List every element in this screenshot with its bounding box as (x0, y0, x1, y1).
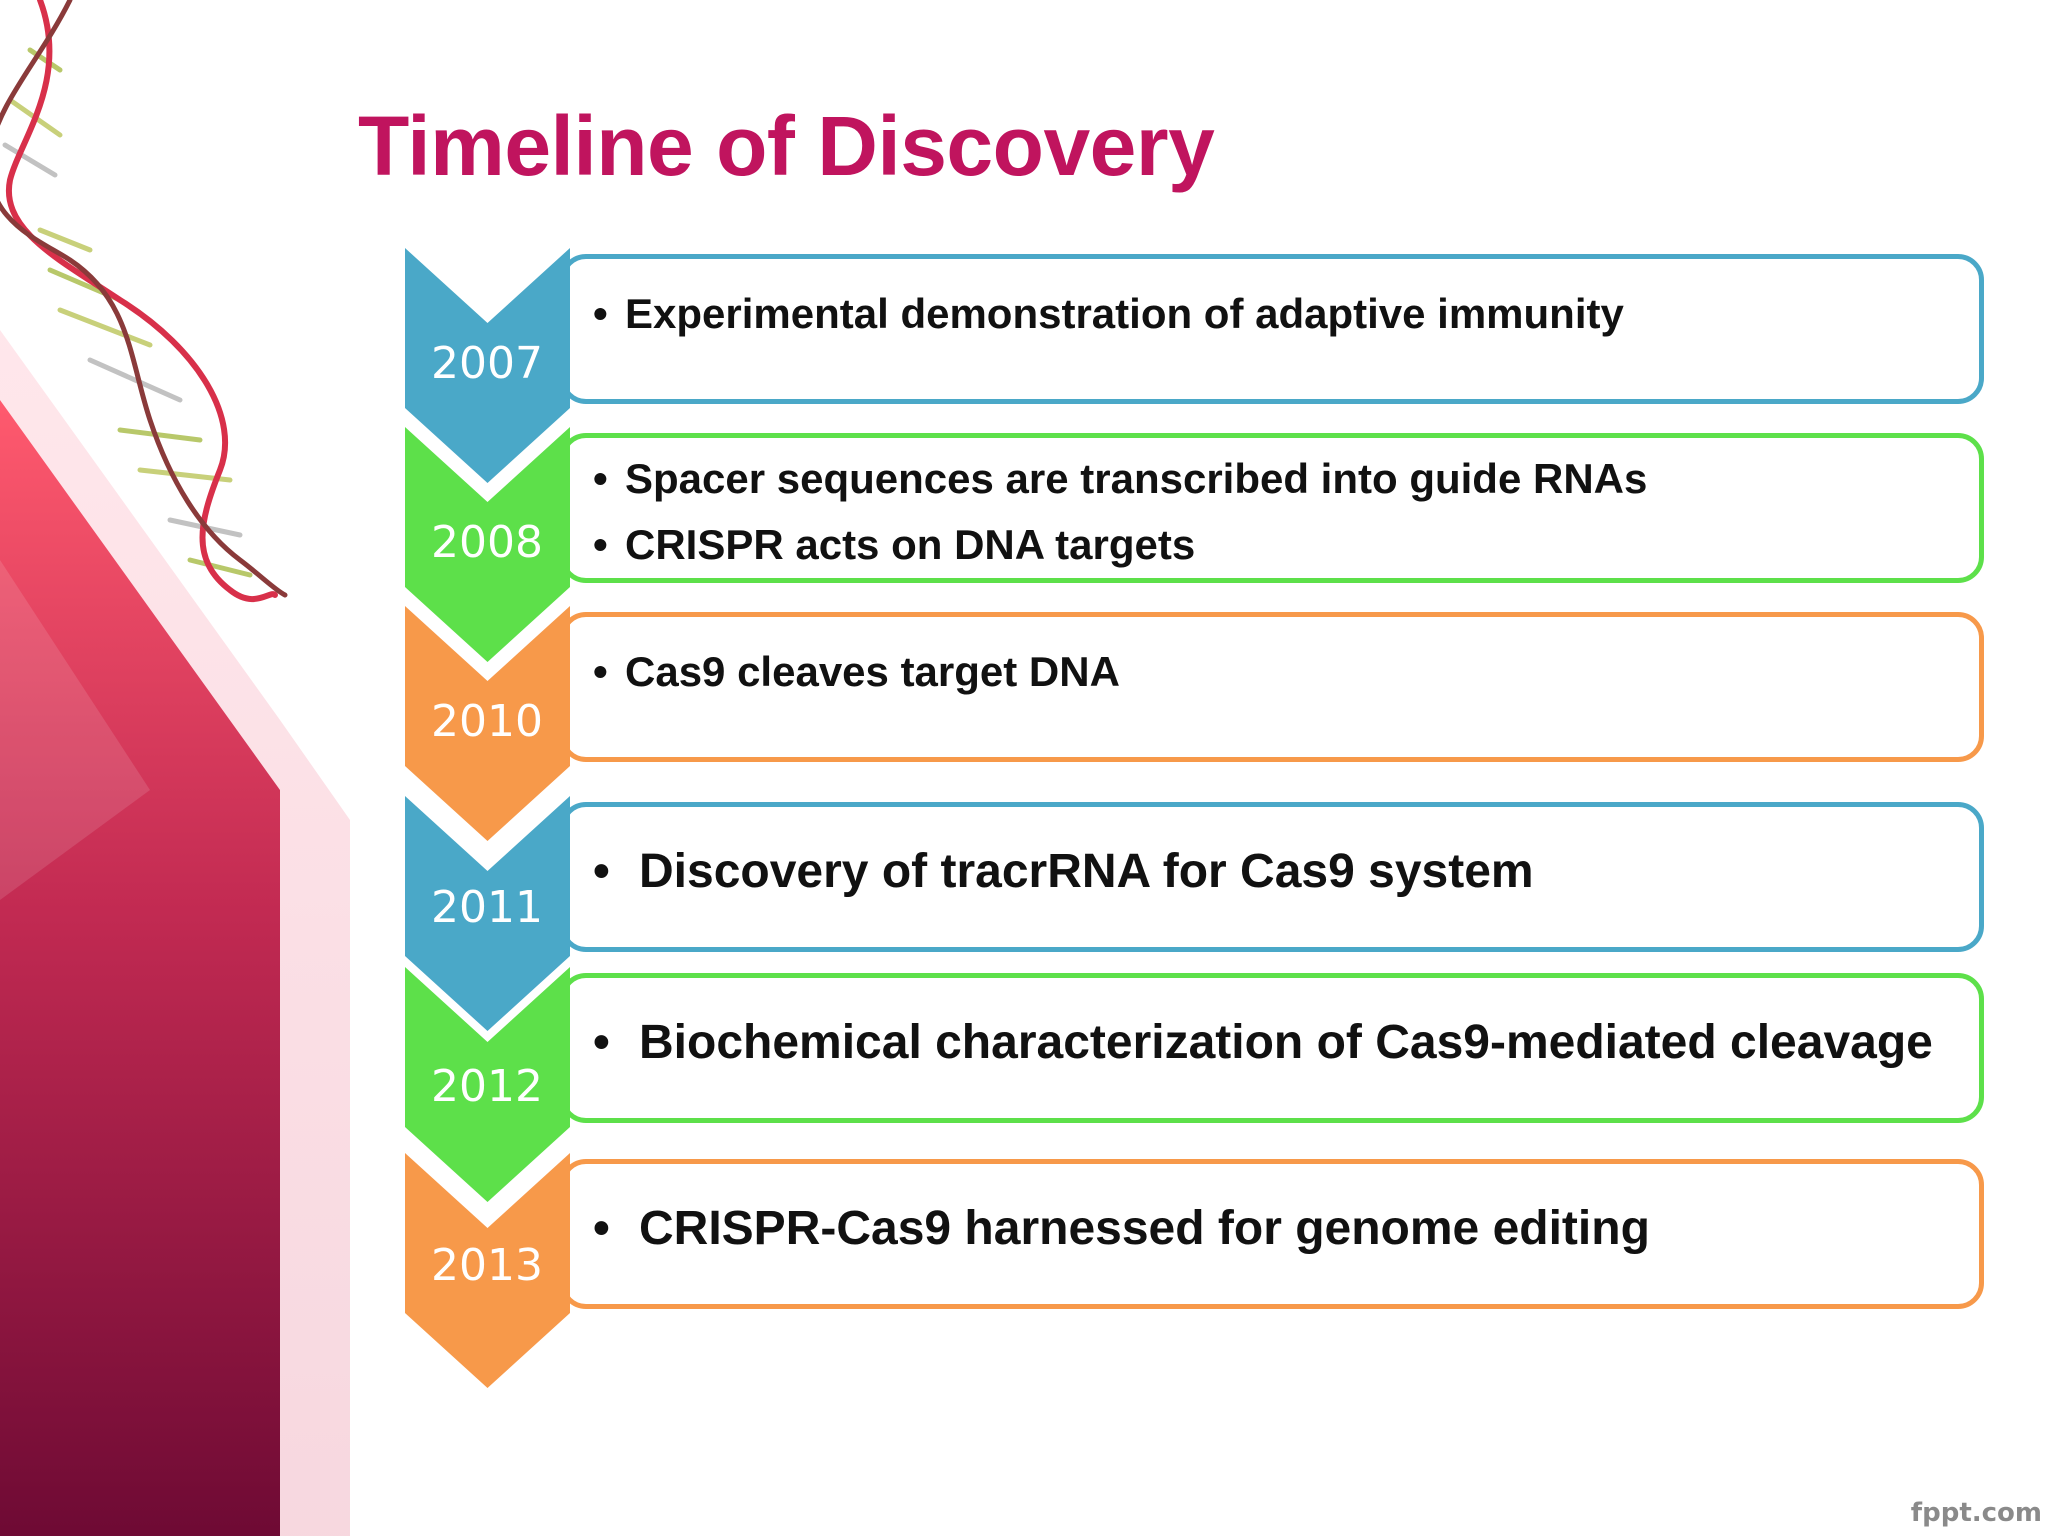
year-label-2007: 2007 (431, 338, 543, 389)
timeline-bullet-list: Experimental demonstration of adaptive i… (593, 281, 1969, 347)
chevron-shape (405, 248, 570, 483)
chevron-shape (405, 427, 570, 662)
year-label-2012: 2012 (431, 1061, 543, 1112)
dna-helix-graphic (0, 0, 288, 603)
slide-title: Timeline of Discovery (358, 99, 1215, 193)
timeline-box-2012: Biochemical characterization of Cas9-med… (560, 973, 1984, 1123)
timeline-bullet-list: Cas9 cleaves target DNA (593, 639, 1969, 705)
timeline-box-2013: CRISPR-Cas9 harnessed for genome editing (560, 1159, 1984, 1309)
timeline-bullet-item: Cas9 cleaves target DNA (593, 639, 1969, 705)
chevron-shape (405, 606, 570, 841)
year-label-2013: 2013 (431, 1240, 543, 1291)
ribbon-graphic (0, 330, 350, 1536)
year-label-2010: 2010 (431, 696, 543, 747)
timeline-bullet-list: Discovery of tracrRNA for Cas9 system (593, 837, 1969, 907)
year-chevron-2011 (405, 796, 570, 1031)
timeline-bullet-item: CRISPR-Cas9 harnessed for genome editing (593, 1194, 1969, 1264)
timeline-box-2007: Experimental demonstration of adaptive i… (560, 254, 1984, 404)
watermark: fppt.com (1910, 1498, 2042, 1528)
year-label-2008: 2008 (431, 517, 543, 568)
timeline-bullet-item: Experimental demonstration of adaptive i… (593, 281, 1969, 347)
chevron-shape (405, 796, 570, 1031)
year-label-2011: 2011 (431, 882, 543, 933)
year-chevron-2007 (405, 248, 570, 483)
chevron-shape (405, 1153, 570, 1388)
timeline-bullet-list: Spacer sequences are transcribed into gu… (593, 446, 1969, 578)
timeline-box-2008: Spacer sequences are transcribed into gu… (560, 433, 1984, 583)
timeline-box-2011: Discovery of tracrRNA for Cas9 system (560, 802, 1984, 952)
timeline-bullet-list: CRISPR-Cas9 harnessed for genome editing (593, 1194, 1969, 1264)
year-chevron-2012 (405, 967, 570, 1202)
year-chevron-2013 (405, 1153, 570, 1388)
year-chevron-2008 (405, 427, 570, 662)
chevron-shape (405, 967, 570, 1202)
timeline-box-2010: Cas9 cleaves target DNA (560, 612, 1984, 762)
timeline-bullet-item: Biochemical characterization of Cas9-med… (593, 1008, 1969, 1078)
timeline-bullet-item: Discovery of tracrRNA for Cas9 system (593, 837, 1969, 907)
year-chevron-2010 (405, 606, 570, 841)
timeline-bullet-item: Spacer sequences are transcribed into gu… (593, 446, 1969, 512)
timeline-bullet-list: Biochemical characterization of Cas9-med… (593, 1008, 1969, 1078)
timeline-bullet-item: CRISPR acts on DNA targets (593, 512, 1969, 578)
